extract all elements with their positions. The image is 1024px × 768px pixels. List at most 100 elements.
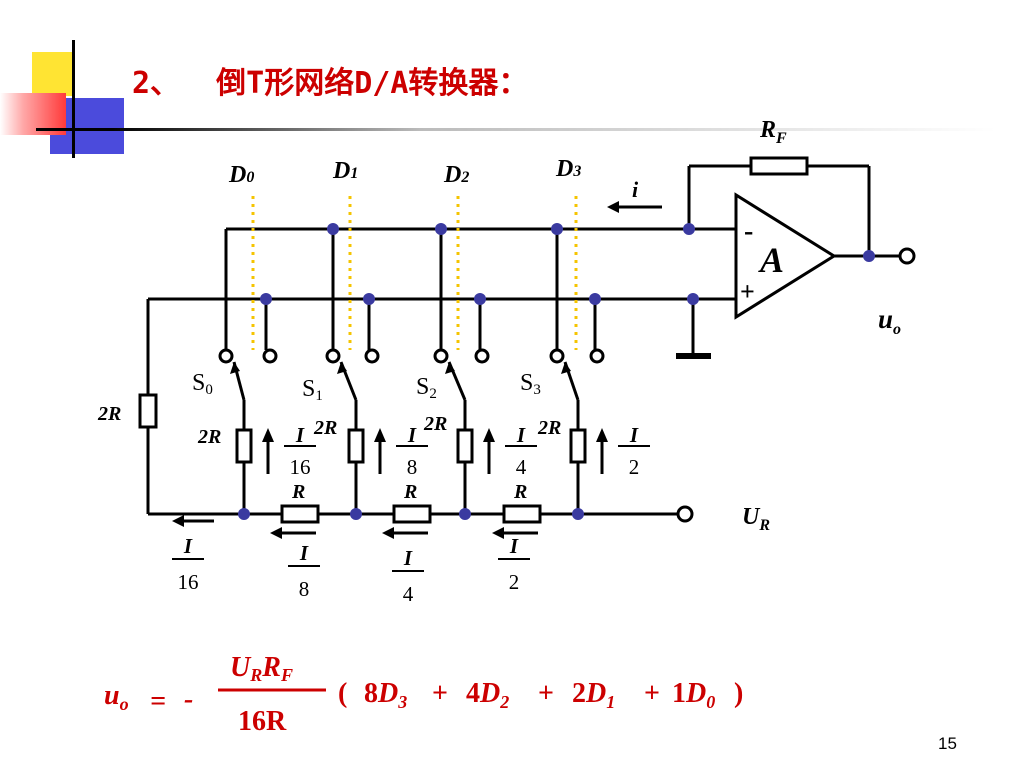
branch-current-den-3: 2: [629, 455, 640, 479]
node-bus-2: [474, 293, 486, 305]
left-resistor-label: 2R: [97, 403, 121, 425]
switch-blade-head-3: [561, 362, 571, 374]
page-number: 15: [938, 734, 957, 753]
bottom-current-num-3: I: [509, 534, 519, 558]
opamp-plus: +: [740, 277, 755, 306]
bottom-current-den-1: 8: [299, 577, 310, 601]
branch-resistor-2: [456, 428, 474, 464]
bottom-current-den-2: 4: [403, 582, 414, 606]
digit-label-d2: D2: [443, 162, 469, 188]
series-resistor-0: [280, 504, 320, 524]
output-terminal: [898, 247, 916, 265]
node-bus-0: [260, 293, 272, 305]
formula-open: (: [338, 678, 347, 709]
formula-close: ): [734, 678, 743, 709]
branch-resistor-label-0: 2R: [197, 426, 221, 448]
branch-current-arrowhead-1: [374, 428, 386, 442]
branch-current-num-0: I: [295, 423, 305, 447]
branch-current-num-3: I: [629, 423, 639, 447]
series-resistor-1: [392, 504, 432, 524]
series-resistor-label-1: R: [403, 481, 417, 503]
opamp-minus: -: [744, 216, 753, 247]
formula-term-d2: 4D2: [466, 678, 509, 712]
branch-resistor-0: [235, 428, 253, 464]
bottom-current-num-1: I: [299, 541, 309, 565]
formula-lhs: uo: [104, 680, 129, 714]
switch-blade-head-0: [230, 362, 240, 374]
reference-label: UR: [742, 504, 770, 534]
branch-current-den-2: 4: [516, 455, 527, 479]
slide-title: 2、 倒T形网络D/A转换器：: [132, 66, 529, 101]
bottom-current-den-0: 16: [178, 570, 199, 594]
decor-yellow-square: [32, 52, 74, 96]
switch-label-3: S3: [520, 370, 541, 398]
node-top-3: [551, 223, 563, 235]
ur-terminal: [676, 505, 694, 523]
formula-equals: =: [150, 686, 166, 717]
switch-label-0: S0: [192, 370, 213, 398]
switch-contact-a-0: [218, 348, 234, 364]
formula-term-d0: 1D0: [672, 678, 715, 712]
switch-contact-b-1: [364, 348, 380, 364]
node-feedback: [683, 223, 695, 235]
branch-current-den-0: 16: [290, 455, 311, 479]
series-current-arrowhead-1: [382, 527, 394, 539]
output-label: uo: [878, 304, 901, 338]
node-ladder-3: [572, 508, 584, 520]
formula-sign: -: [184, 684, 193, 715]
decor-horizontal-line: [36, 128, 996, 131]
switch-contact-b-0: [262, 348, 278, 364]
left-current-arrowhead: [172, 515, 184, 527]
switch-label-2: S2: [416, 374, 437, 402]
switch-contact-a-1: [325, 348, 341, 364]
formula-plus-2: +: [538, 678, 554, 709]
series-resistor-label-0: R: [291, 481, 305, 503]
branch-current-arrowhead-0: [262, 428, 274, 442]
branch-resistor-1: [347, 428, 365, 464]
switch-blade-head-1: [337, 362, 347, 374]
formula-denominator: 16R: [238, 706, 287, 737]
node-bus-1: [363, 293, 375, 305]
digit-label-d3: D3: [555, 156, 581, 182]
formula-term-d1: 2D1: [572, 678, 615, 712]
branch-resistor-label-3: 2R: [537, 417, 561, 439]
digit-label-d1: D1: [332, 158, 358, 184]
branch-resistor-label-1: 2R: [313, 417, 337, 439]
branch-current-den-1: 8: [407, 455, 418, 479]
current-i-label: i: [632, 177, 639, 202]
series-current-arrowhead-0: [270, 527, 282, 539]
branch-resistor-3: [569, 428, 587, 464]
digit-label-d0: D0: [228, 162, 254, 188]
node-ladder-0: [238, 508, 250, 520]
branch-current-arrowhead-2: [483, 428, 495, 442]
series-resistor-2: [502, 504, 542, 524]
switch-label-1: S1: [302, 376, 323, 404]
formula: uo = - URRF 16R ( 8D3 + 4D2 + 2D1 + 1D0 …: [104, 652, 743, 737]
bottom-current-num-2: I: [403, 546, 413, 570]
node-ground: [687, 293, 699, 305]
node-ladder-2: [459, 508, 471, 520]
node-top-2: [435, 223, 447, 235]
switch-contact-b-3: [589, 348, 605, 364]
branch-current-arrowhead-3: [596, 428, 608, 442]
node-ladder-1: [350, 508, 362, 520]
switch-contact-a-3: [549, 348, 565, 364]
formula-plus-1: +: [432, 678, 448, 709]
branch-current-num-1: I: [407, 423, 417, 447]
formula-plus-3: +: [644, 678, 660, 709]
formula-numerator: URRF: [230, 652, 293, 685]
bottom-current-num-0: I: [183, 534, 193, 558]
bottom-current-den-3: 2: [509, 570, 520, 594]
series-resistor-label-2: R: [513, 481, 527, 503]
switch-contact-a-2: [433, 348, 449, 364]
node-bus-3: [589, 293, 601, 305]
series-current-arrowhead-2: [492, 527, 504, 539]
feedback-label: RF: [759, 117, 787, 147]
switch-contact-b-2: [474, 348, 490, 364]
decor-vertical-line: [72, 40, 75, 158]
node-top-1: [327, 223, 339, 235]
opamp-name: A: [758, 240, 784, 280]
branch-current-num-2: I: [516, 423, 526, 447]
